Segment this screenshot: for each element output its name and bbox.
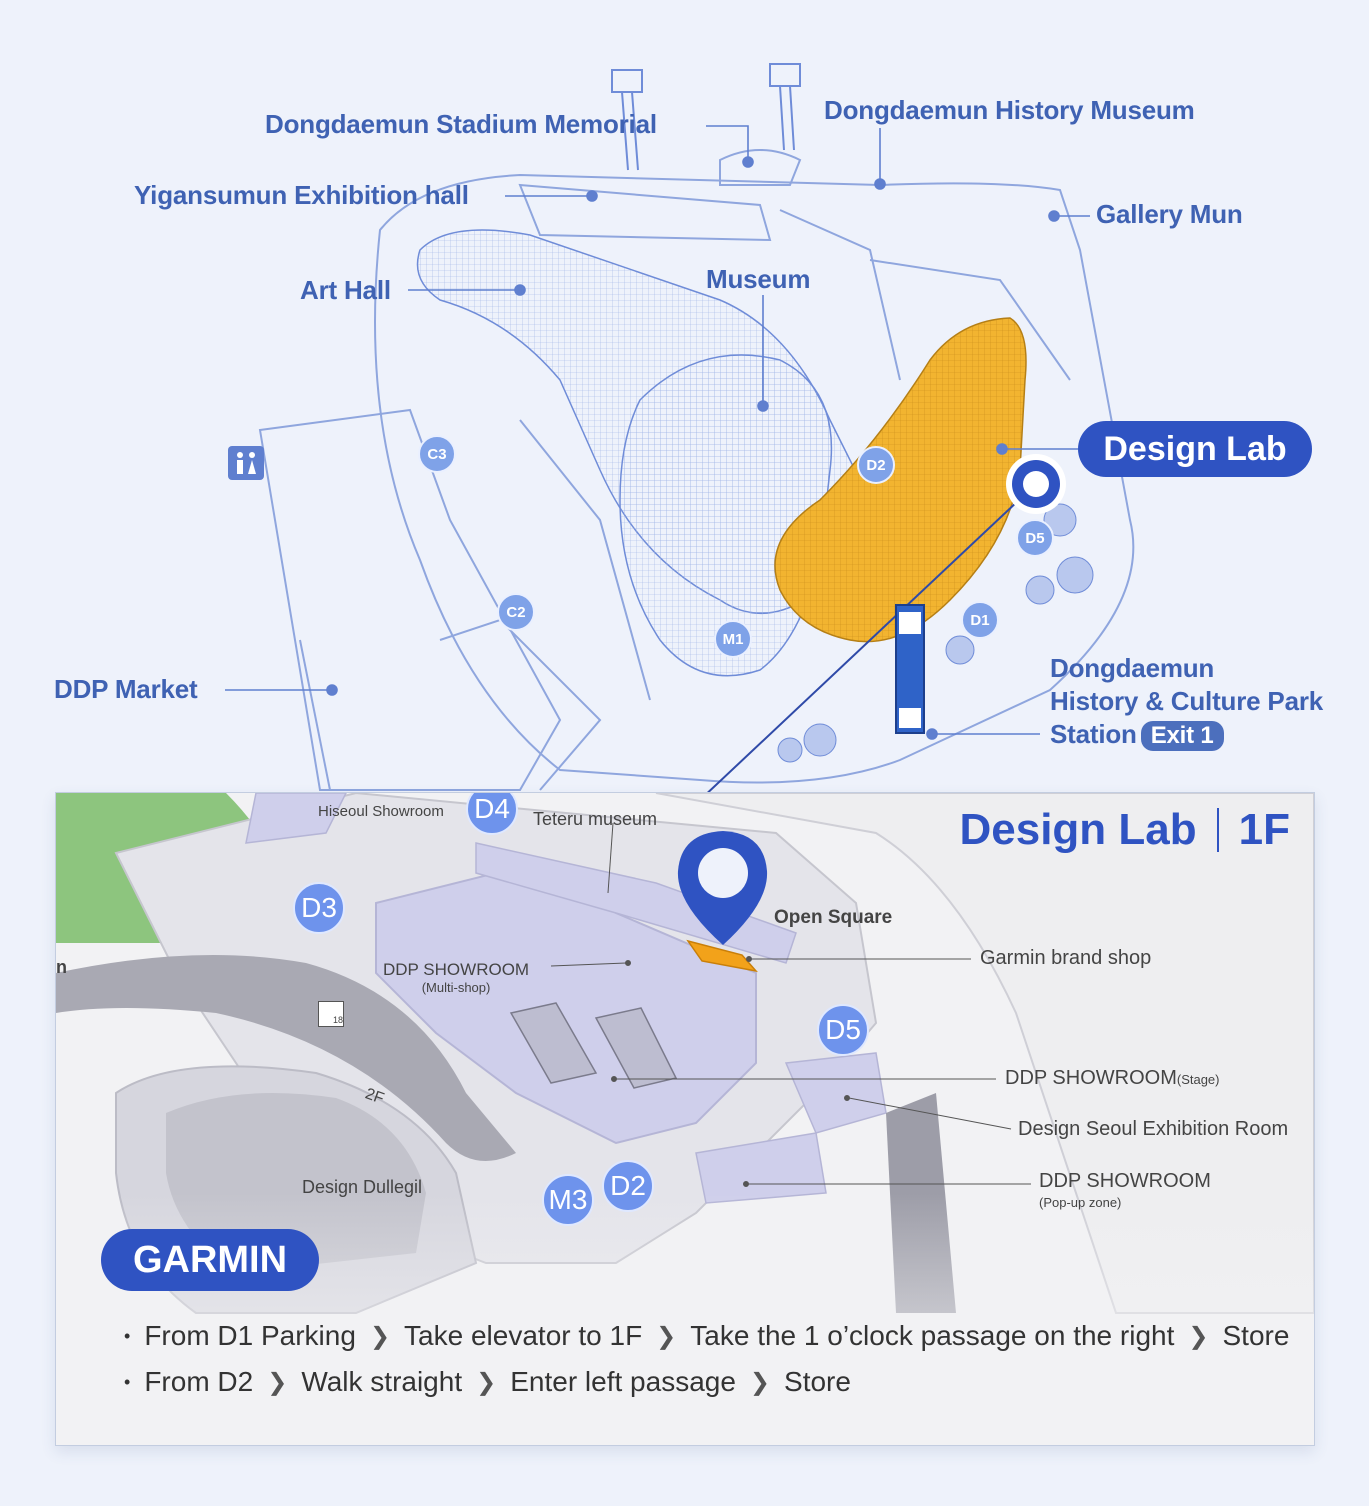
direction-step: From D1 Parking bbox=[144, 1320, 356, 1351]
label-museum: Museum bbox=[706, 264, 811, 294]
chevron-right-icon: ❯ bbox=[656, 1322, 677, 1350]
direction-step: From D2 bbox=[144, 1366, 254, 1397]
label-teteru: Teteru museum bbox=[533, 809, 658, 829]
label-edge-n: n bbox=[56, 957, 67, 977]
direction-row: • From D1 Parking ❯ Take elevator to 1F … bbox=[124, 1313, 1289, 1359]
gate-d4: D4 bbox=[466, 793, 518, 835]
label-popup: DDP SHOWROOM (Pop-up zone) bbox=[1039, 1171, 1211, 1213]
label-design-seoul: Design Seoul Exhibition Room bbox=[1018, 1118, 1289, 1140]
garmin-badge: GARMIN bbox=[101, 1229, 319, 1291]
gate-d2: D2 bbox=[857, 446, 895, 484]
directions-list: • From D1 Parking ❯ Take elevator to 1F … bbox=[124, 1313, 1289, 1405]
gate-c3: C3 bbox=[418, 435, 456, 473]
label-ddp-market: DDP Market bbox=[54, 674, 198, 704]
direction-step: Store bbox=[1222, 1320, 1290, 1351]
station-line-2: History & Culture Park bbox=[1050, 686, 1324, 716]
direction-step: Take the 1 o’clock passage on the right bbox=[690, 1320, 1175, 1351]
label-history-museum: Dongdaemun History Museum bbox=[824, 95, 1195, 125]
location-pin-icon bbox=[1006, 454, 1066, 514]
map-pin-icon bbox=[677, 831, 768, 945]
floor-title-name: Design Lab bbox=[959, 805, 1197, 854]
chevron-right-icon: ❯ bbox=[369, 1322, 391, 1350]
exit-badge: Exit 1 bbox=[1140, 721, 1224, 751]
ddp-showroom-sub: (Multi-shop) bbox=[421, 980, 491, 995]
gate-d5: D5 bbox=[1016, 519, 1054, 557]
overview-map bbox=[225, 63, 1135, 800]
garmin-shop-highlight bbox=[686, 939, 758, 973]
gate-c2: C2 bbox=[497, 593, 535, 631]
label-ddp-showroom: DDP SHOWROOM (Multi-shop) bbox=[383, 961, 529, 996]
label-stage: DDP SHOWROOM(Stage) bbox=[1005, 1067, 1220, 1090]
label-yigansumun: Yigansumun Exhibition hall bbox=[134, 180, 469, 210]
stage-sub: (Stage) bbox=[1176, 1072, 1220, 1087]
gate-d5: D5 bbox=[817, 1004, 869, 1056]
chevron-right-icon: ❯ bbox=[1188, 1322, 1209, 1350]
label-hiseoul: Hiseoul Showroom bbox=[318, 803, 444, 820]
station-line-1: Dongdaemun bbox=[1050, 653, 1215, 683]
floor-title: Design Lab 1F bbox=[959, 805, 1290, 855]
label-open-square: Open Square bbox=[774, 907, 893, 928]
stage-main: DDP SHOWROOM bbox=[1005, 1067, 1177, 1089]
station-word: Station bbox=[1050, 719, 1137, 749]
gate-m1: M1 bbox=[714, 620, 752, 658]
floor-level: 1F bbox=[1238, 805, 1290, 854]
direction-row: • From D2 ❯ Walk straight ❯ Enter left p… bbox=[124, 1359, 1289, 1405]
direction-step: Enter left passage bbox=[510, 1366, 736, 1397]
bullet: • bbox=[124, 1371, 131, 1392]
restroom-icon bbox=[228, 446, 264, 480]
direction-step: Walk straight bbox=[301, 1366, 463, 1397]
gate-d2: D2 bbox=[602, 1160, 654, 1212]
label-art-hall: Art Hall bbox=[300, 275, 391, 305]
design-lab-shape bbox=[774, 317, 1027, 643]
label-stadium-memorial: Dongdaemun Stadium Memorial bbox=[265, 109, 657, 139]
label-gallery-mun: Gallery Mun bbox=[1096, 199, 1243, 229]
label-dullegil: Design Dullegil bbox=[302, 1177, 423, 1197]
direction-step: Store bbox=[784, 1366, 851, 1397]
design-lab-badge[interactable]: Design Lab bbox=[1078, 421, 1312, 477]
chevron-right-icon: ❯ bbox=[749, 1368, 771, 1396]
floor-map-panel: Hiseoul Showroom Teteru museum Open Squa… bbox=[55, 792, 1315, 1446]
museum-shape bbox=[619, 354, 833, 677]
ddp-showroom-main: DDP SHOWROOM bbox=[383, 960, 530, 979]
direction-step: Take elevator to 1F bbox=[404, 1320, 643, 1351]
subway-sign-icon bbox=[895, 604, 925, 734]
chevron-right-icon: ❯ bbox=[476, 1368, 497, 1396]
floor-plan bbox=[56, 793, 1314, 1445]
chevron-right-icon: ❯ bbox=[267, 1368, 288, 1396]
stairs-icon: 18 bbox=[318, 1001, 344, 1027]
label-station: Dongdaemun History & Culture Park Statio… bbox=[1050, 652, 1323, 751]
gate-d3: D3 bbox=[293, 882, 345, 934]
bullet: • bbox=[124, 1325, 131, 1346]
label-garmin-shop: Garmin brand shop bbox=[980, 947, 1152, 969]
popup-sub: (Pop-up zone) bbox=[1039, 1195, 1122, 1210]
popup-main: DDP SHOWROOM bbox=[1039, 1170, 1211, 1192]
gate-m3: M3 bbox=[542, 1174, 594, 1226]
title-divider bbox=[1216, 808, 1219, 852]
gate-d1: D1 bbox=[961, 601, 999, 639]
